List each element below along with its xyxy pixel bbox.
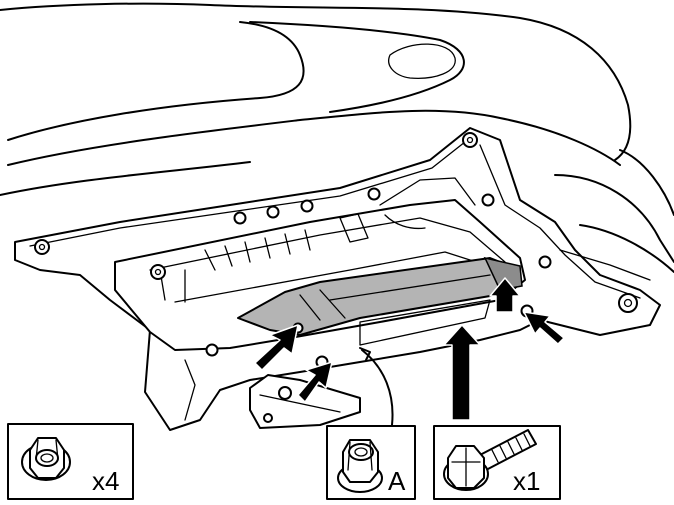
callout-nut: x4 [7,423,134,500]
bolt-hole [278,386,292,400]
bolt-hole [300,199,314,213]
frame-bolt-holes [34,132,638,423]
flange-nut-icon [21,437,71,481]
bolt-hole [481,193,495,207]
callout-bolt: x1 [433,425,561,500]
arrow-2 [297,361,333,403]
bolt-hole [205,343,219,357]
arrow-1 [254,324,299,371]
bolt-hole [233,211,247,225]
removal-arrows [254,277,565,421]
bolt-hole [618,293,638,313]
callout-nut-a: A [326,425,416,500]
bolt-hole [34,239,50,255]
bolt-hole [367,187,381,201]
arrow-5 [523,311,565,345]
flange-bolt-icon [443,429,537,491]
callout-a-leader-head [359,347,371,361]
bolt-hole [150,264,166,280]
bolt-hole [266,205,280,219]
nut-a-icon [337,439,383,493]
vehicle-body-outline [0,2,674,273]
bolt-quantity-label: x1 [513,466,540,496]
arrow-3 [443,324,481,421]
bolt-hole [462,132,478,148]
bolt-hole [538,255,552,269]
arrow-4 [489,277,521,313]
nut-a-label: A [388,466,406,496]
bolt-hole [263,413,273,423]
nut-quantity-label: x4 [92,466,119,496]
